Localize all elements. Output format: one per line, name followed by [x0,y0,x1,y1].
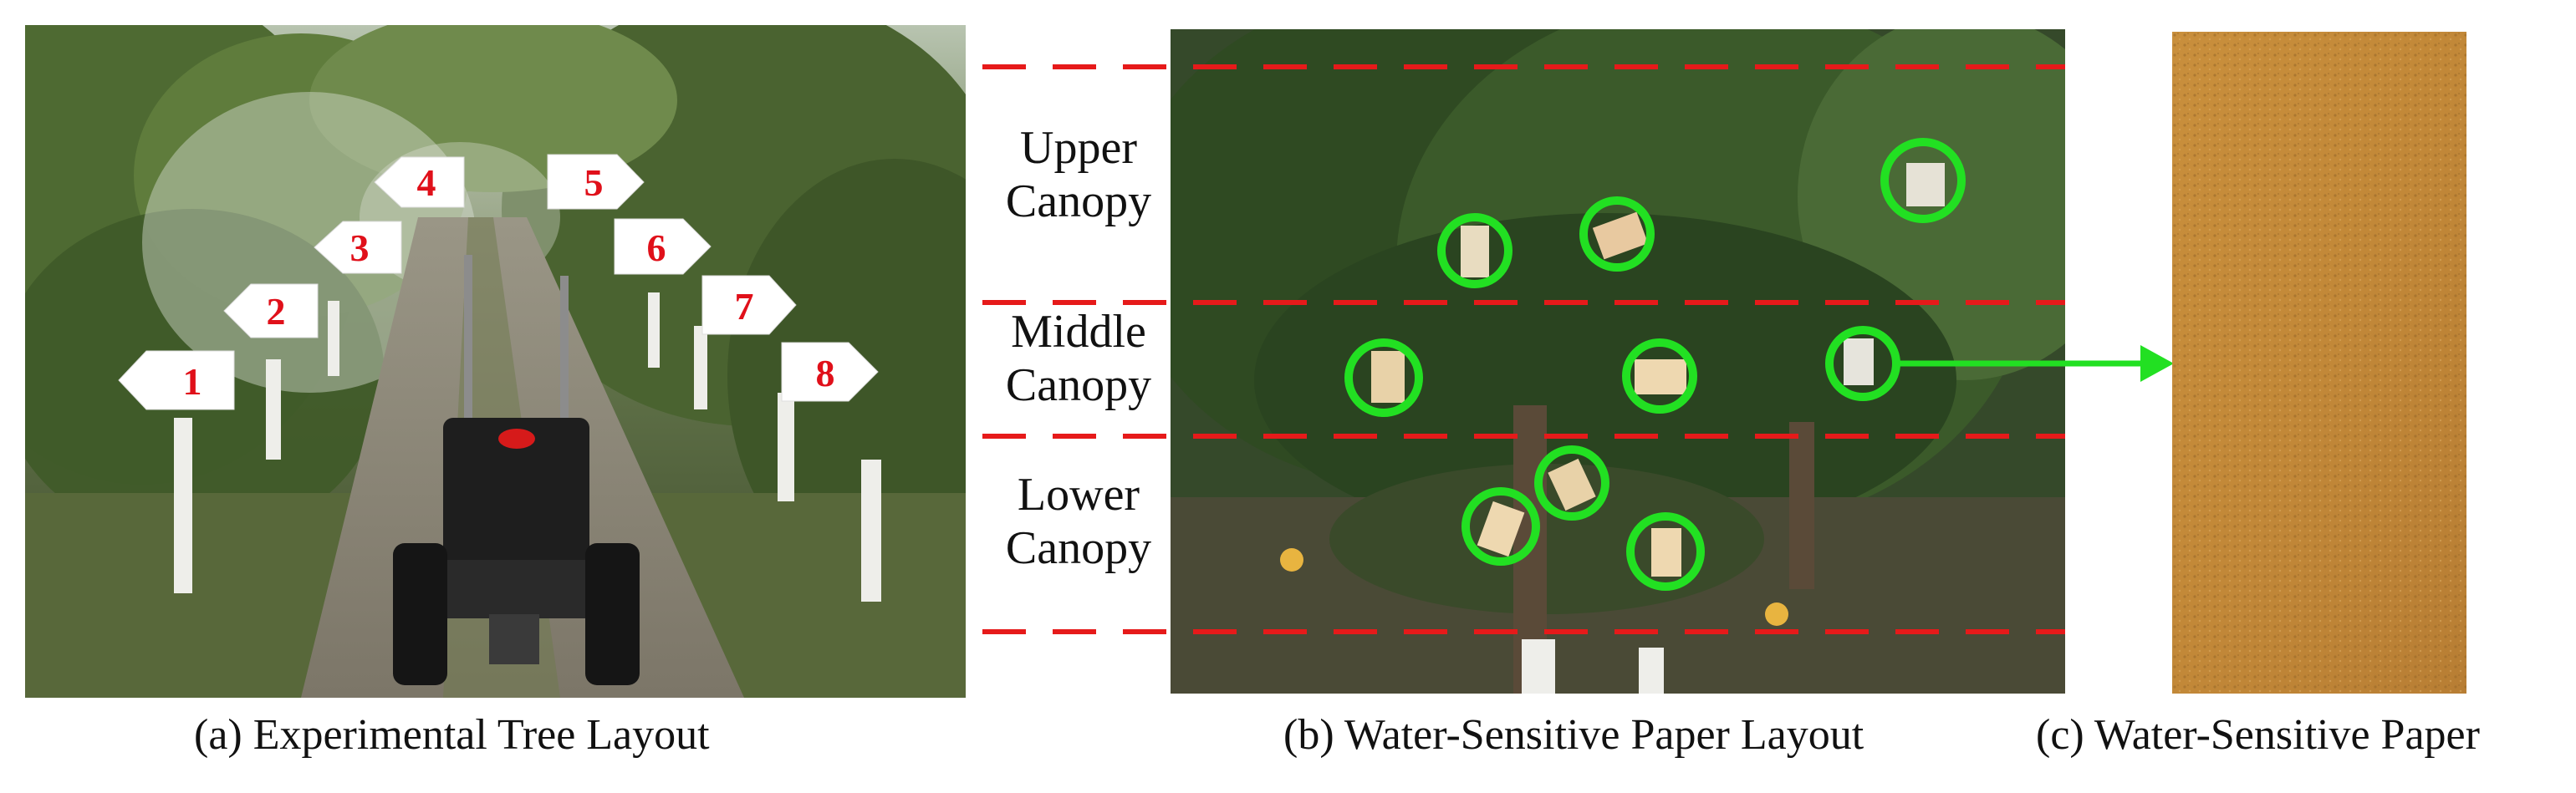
sample-circle-middle-1 [1344,338,1423,417]
caption-c: (c) Water-Sensitive Paper [2036,711,2480,759]
tree-marker-6: 6 [614,218,712,275]
canopy-zone-middle-line1: Middle [1011,306,1146,358]
water-sensitive-paper-layout-photo [1171,29,2065,694]
canopy-zone-upper-line2: Canopy [1005,175,1152,227]
canopy-zone-lower-line1: Lower [1017,469,1140,521]
canopy-zone-upper: Upper Canopy [987,121,1171,228]
svg-text:5: 5 [584,161,604,204]
sample-circle-middle-3 [1825,326,1900,401]
caption-b: (b) Water-Sensitive Paper Layout [1283,711,1864,759]
water-sensitive-paper-closeup [2172,32,2466,694]
svg-text:1: 1 [183,360,202,403]
canopy-zone-middle-line2: Canopy [1005,359,1152,411]
right-arrow-icon [1896,345,2174,382]
sample-circle-lower-2 [1461,487,1540,566]
sample-circle-upper-3 [1880,138,1966,223]
tree-marker-5: 5 [547,154,645,210]
canopy-zone-lower: Lower Canopy [987,468,1171,575]
tree-marker-4: 4 [374,156,465,208]
tree-marker-1: 1 [118,350,235,410]
tree-marker-2: 2 [223,283,319,338]
svg-text:8: 8 [816,352,835,394]
svg-text:3: 3 [350,226,370,269]
canopy-zone-lower-line2: Canopy [1005,522,1152,574]
sample-circle-upper-1 [1437,213,1512,288]
sample-circle-lower-1 [1534,445,1609,521]
svg-text:4: 4 [417,161,436,204]
canopy-zone-middle: Middle Canopy [987,305,1171,412]
canopy-zone-upper-line1: Upper [1020,122,1137,174]
caption-a: (a) Experimental Tree Layout [194,711,710,759]
tree-marker-8: 8 [781,342,879,402]
sample-circle-upper-2 [1579,196,1655,272]
svg-text:6: 6 [647,226,666,269]
svg-text:2: 2 [267,290,286,333]
sample-circle-lower-3 [1626,512,1705,591]
tree-marker-3: 3 [314,221,402,274]
sample-circle-middle-2 [1622,338,1697,414]
tree-marker-7: 7 [701,275,797,335]
svg-text:7: 7 [735,285,754,328]
